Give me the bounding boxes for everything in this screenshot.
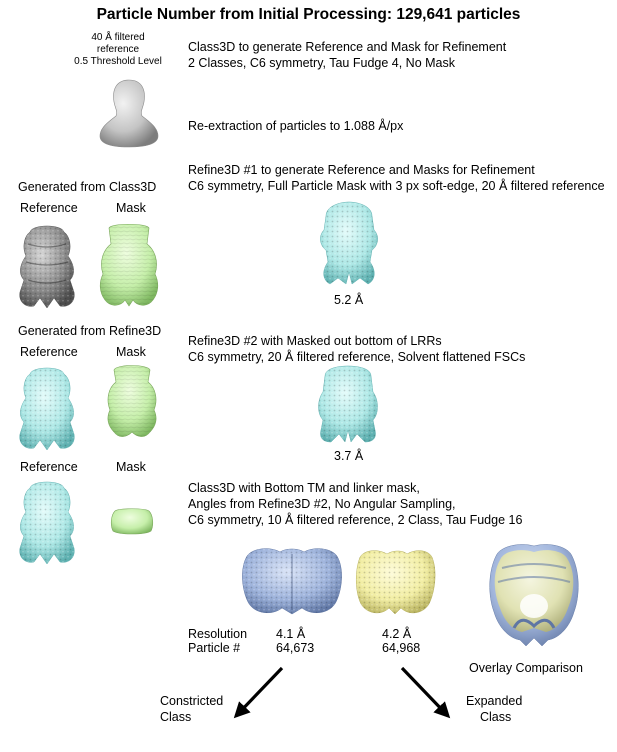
reextraction-text: Re-extraction of particles to 1.088 Å/px — [188, 119, 404, 133]
step4-line3: C6 symmetry, 10 Å filtered reference, 2 … — [188, 513, 523, 527]
refine3d-reference-map — [19, 367, 75, 451]
step4-line2: Angles from Refine3D #2, No Angular Samp… — [188, 497, 456, 511]
expanded-class-map — [356, 550, 436, 615]
constricted-class-particles: 64,673 — [276, 641, 315, 655]
class3d-section-heading: Generated from Class3D — [18, 180, 157, 194]
tm-reference-label: Reference — [20, 460, 78, 474]
class3d-reference-label: Reference — [20, 201, 78, 215]
constricted-label-line2: Class — [160, 710, 192, 724]
refine3d-mask-map — [107, 365, 157, 437]
refine3d-2-resolution: 3.7 Å — [334, 449, 364, 463]
tm-reference-map — [19, 481, 75, 565]
step3-line1: Refine3D #2 with Masked out bottom of LR… — [188, 334, 442, 348]
step1-line2: 2 Classes, C6 symmetry, Tau Fudge 4, No … — [188, 56, 455, 70]
initial-reference-line1: 40 Å filtered — [91, 32, 145, 43]
tm-mask-map — [110, 508, 154, 535]
refine3d-reference-label: Reference — [20, 345, 78, 359]
step3-line2: C6 symmetry, 20 Å filtered reference, So… — [188, 350, 526, 364]
initial-reference-line3: 0.5 Threshold Level — [74, 56, 162, 67]
initial-reference-label: 40 Å filtered reference 0.5 Threshold Le… — [62, 32, 174, 68]
step2-line2: C6 symmetry, Full Particle Mask with 3 p… — [188, 179, 605, 193]
expanded-label-line1: Expanded — [466, 694, 523, 708]
class3d-mask-map — [99, 223, 159, 307]
expanded-label-line2: Class — [480, 710, 512, 724]
refine3d-1-resolution: 5.2 Å — [334, 293, 364, 307]
refine3d-mask-label: Mask — [116, 345, 146, 359]
resolution-label: Resolution — [188, 627, 248, 641]
expanded-arrow — [400, 666, 451, 719]
page-title: Particle Number from Initial Processing:… — [96, 6, 521, 23]
class3d-mask-label: Mask — [116, 201, 146, 215]
refine3d-section-heading: Generated from Refine3D — [18, 324, 162, 338]
overlay-comparison-label: Overlay Comparison — [469, 661, 583, 675]
tm-mask-label: Mask — [116, 460, 146, 474]
particle-count-label: Particle # — [188, 641, 241, 655]
expanded-class-particles: 64,968 — [382, 641, 421, 655]
step2-line1: Refine3D #1 to generate Reference and Ma… — [188, 163, 535, 177]
step1-line1: Class3D to generate Reference and Mask f… — [188, 40, 507, 54]
initial-reference-line2: reference — [96, 44, 140, 55]
overlay-comparison-map — [489, 544, 579, 647]
constricted-label-line1: Constricted — [160, 694, 224, 708]
refine3d-1-map — [320, 201, 378, 285]
step4-line1: Class3D with Bottom TM and linker mask, — [188, 481, 420, 495]
constricted-class-map — [242, 548, 342, 615]
constricted-arrow — [233, 666, 284, 719]
constricted-class-resolution: 4.1 Å — [276, 627, 306, 641]
initial-reference-map — [99, 79, 159, 148]
class3d-reference-map — [19, 225, 75, 309]
expanded-class-resolution: 4.2 Å — [382, 627, 412, 641]
refine3d-2-map — [318, 365, 378, 443]
